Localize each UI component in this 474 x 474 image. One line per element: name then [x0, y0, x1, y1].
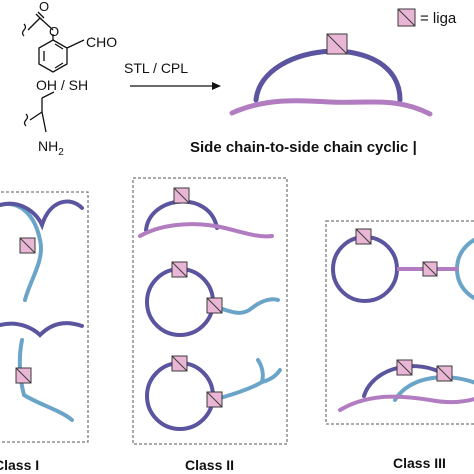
class-2-panel [132, 177, 288, 445]
class-2-bottom-ligation-site-right [206, 391, 223, 408]
class-1-bottom-ligation-site [15, 367, 32, 384]
class-3-panel [325, 220, 474, 425]
product-caption: Side chain-to-side chain cyclic | [190, 139, 417, 156]
reaction-conditions-label: STL / CPL [124, 60, 188, 76]
class-3-right-ring [455, 237, 474, 301]
class-3-bottom-peptide [338, 364, 474, 412]
product-cyclic-peptide [229, 48, 433, 117]
class-1-bottom-peptide [0, 321, 84, 422]
product-ligation-site [326, 33, 348, 55]
class-2-middle-ring [145, 267, 215, 337]
class-2-bottom-tail [211, 358, 282, 402]
class-1-label: Class I [0, 457, 39, 473]
class-3-label: Class III [393, 455, 446, 471]
class-2-middle-ligation-site-top [171, 261, 188, 278]
reaction-arrowhead [212, 82, 221, 90]
class-2-middle-tail [211, 297, 280, 315]
class-2-bottom-ligation-site-top [171, 355, 188, 372]
salicylaldehyde-ester-structure [21, 11, 85, 73]
class-2-top-ligation-site [173, 187, 190, 204]
class-3-left-ring [331, 235, 399, 303]
class-2-top-peptide [138, 199, 274, 239]
class-1-top-ligation-site [19, 237, 36, 254]
class-3-bottom-ligation-site-a [396, 359, 413, 376]
carbonyl-oxygen-label: O [39, 0, 49, 14]
legend-ligation-swatch [397, 8, 416, 27]
class-2-bottom-ring [145, 361, 215, 431]
class-3-bottom-ligation-site-b [436, 365, 453, 382]
class-1-panel [0, 191, 89, 443]
class-3-top-ligation-site [355, 228, 372, 245]
aldehyde-label: CHO [86, 34, 117, 50]
class-2-middle-ligation-site-right [206, 297, 223, 314]
amino-alcohol-structure [23, 91, 55, 133]
nucleophile-label: OH / SH [36, 77, 88, 93]
amine-label: NH2 [38, 138, 64, 158]
class-3-linker-ligation-site [422, 261, 438, 277]
class-1-top-peptide [0, 199, 84, 302]
ester-oxygen-label: O [49, 24, 59, 39]
class-2-label: Class II [185, 457, 234, 473]
legend-label: = liga [420, 10, 457, 27]
